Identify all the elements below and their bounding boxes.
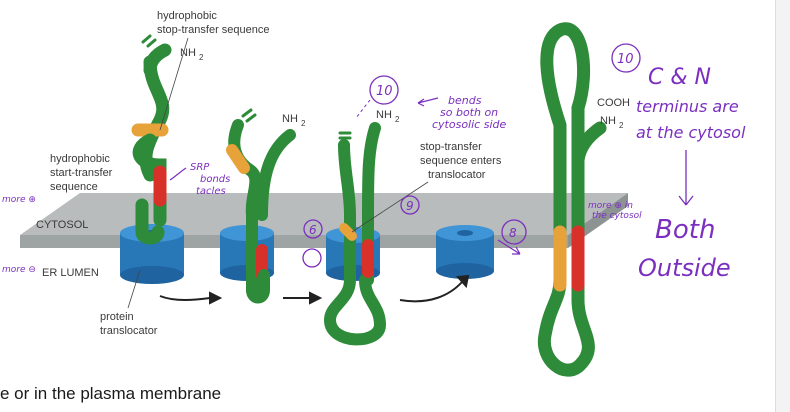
label-cytosol: CYTOSOL	[36, 219, 88, 231]
label-translocator-line1: protein	[100, 311, 134, 323]
note-circle-6: 6	[309, 223, 317, 237]
note-bends-2: so both on	[440, 106, 498, 119]
note-more-plus: more ⊕	[2, 195, 36, 205]
note-more-in-2: the cytosol	[592, 211, 642, 221]
svg-text:2: 2	[395, 115, 400, 124]
stop-transfer-pointer	[159, 37, 189, 131]
polypeptide-step-4	[537, 22, 607, 377]
note-srp-2: bonds	[200, 174, 230, 185]
note-more-minus: more ⊖	[2, 265, 36, 275]
label-start-transfer-line2: start-transfer	[50, 167, 113, 179]
note-srp-1: SRP	[190, 162, 210, 173]
note-c-n-1: C & N	[648, 65, 711, 90]
note-circle-8: 8	[509, 226, 517, 240]
label-enters-line3: translocator	[428, 169, 486, 181]
process-arrows	[159, 274, 470, 305]
label-er-lumen: ER LUMEN	[42, 267, 99, 279]
translocator-pointer	[127, 269, 141, 309]
note-circle-10a: 10	[376, 84, 393, 99]
note-more-in-1: more ⊕ in	[588, 201, 633, 211]
svg-text:2: 2	[301, 119, 306, 128]
label-nh2-4: NH 2	[600, 115, 624, 130]
polypeptide-step-1	[131, 34, 172, 245]
handwritten-annotations: SRP bonds tacles more ⊕ more ⊖ bends so …	[2, 43, 746, 282]
svg-text:NH: NH	[600, 115, 616, 127]
body-text-fragment: e or in the plasma membrane	[0, 384, 222, 403]
svg-text:2: 2	[619, 121, 624, 130]
note-bends-1: bends	[448, 94, 482, 107]
label-enters-line1: stop-transfer	[420, 141, 482, 153]
label-stop-transfer-line1: hydrophobic	[157, 10, 217, 22]
note-circle-9: 9	[406, 199, 414, 213]
label-enters-line2: sequence enters	[420, 155, 502, 167]
svg-text:2: 2	[199, 53, 204, 62]
translocator-1	[120, 224, 184, 284]
label-nh2-3: NH 2	[376, 109, 400, 124]
translocator-4	[436, 225, 494, 279]
note-c-n-3: at the cytosol	[636, 123, 746, 142]
label-start-transfer-line1: hydrophobic	[50, 153, 110, 165]
note-c-n-2: terminus are	[636, 97, 739, 116]
polypeptide-step-3	[323, 122, 387, 346]
label-nh2-1: NH 2	[180, 47, 204, 62]
label-stop-transfer-line2: stop-transfer sequence	[157, 24, 270, 36]
note-both-outside-1: Both	[655, 215, 715, 245]
note-both-outside-2: Outside	[638, 254, 731, 282]
scrollbar[interactable]	[775, 0, 790, 412]
label-cooh: COOH	[597, 97, 630, 109]
note-circle-10b: 10	[617, 52, 634, 67]
note-srp-3: tacles	[196, 186, 226, 197]
svg-text:NH: NH	[376, 109, 392, 121]
label-start-transfer-line3: sequence	[50, 181, 98, 193]
note-bends-3: cytosolic side	[432, 118, 506, 131]
svg-text:NH: NH	[282, 113, 298, 125]
label-translocator-line2: translocator	[100, 325, 158, 337]
polypeptide-step-2	[226, 108, 296, 304]
enters-pointer	[351, 181, 429, 233]
svg-text:NH: NH	[180, 47, 196, 59]
label-nh2-2: NH 2	[282, 113, 306, 128]
er-membrane	[20, 193, 628, 248]
